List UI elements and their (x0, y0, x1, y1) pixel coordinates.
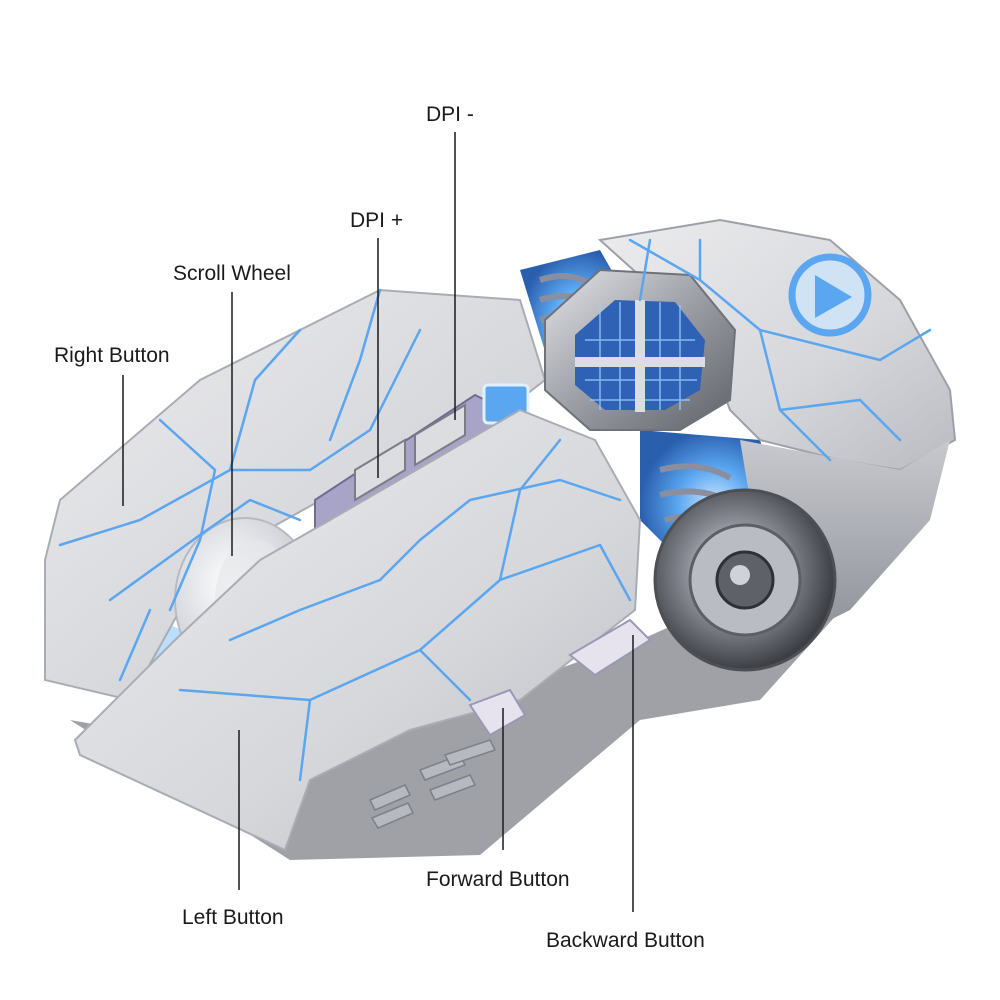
label-dpi-minus: DPI - (426, 103, 474, 126)
label-scroll-wheel: Scroll Wheel (173, 262, 291, 285)
left-button-shell (73, 408, 642, 852)
label-dpi-plus: DPI + (350, 209, 404, 232)
top-grille-plate (544, 268, 737, 431)
side-vents (368, 739, 497, 829)
leader-lines (122, 132, 634, 912)
label-backward-button: Backward Button (546, 929, 705, 952)
forward-button (468, 688, 527, 737)
rear-dial (653, 488, 837, 672)
logo-emblem-icon (788, 253, 872, 337)
label-left-button: Left Button (182, 906, 284, 929)
dpi-plus-button (354, 438, 406, 502)
backward-button (568, 618, 652, 677)
label-forward-button: Forward Button (426, 868, 570, 891)
dpi-minus-button (414, 403, 466, 467)
label-right-button: Right Button (54, 344, 170, 367)
